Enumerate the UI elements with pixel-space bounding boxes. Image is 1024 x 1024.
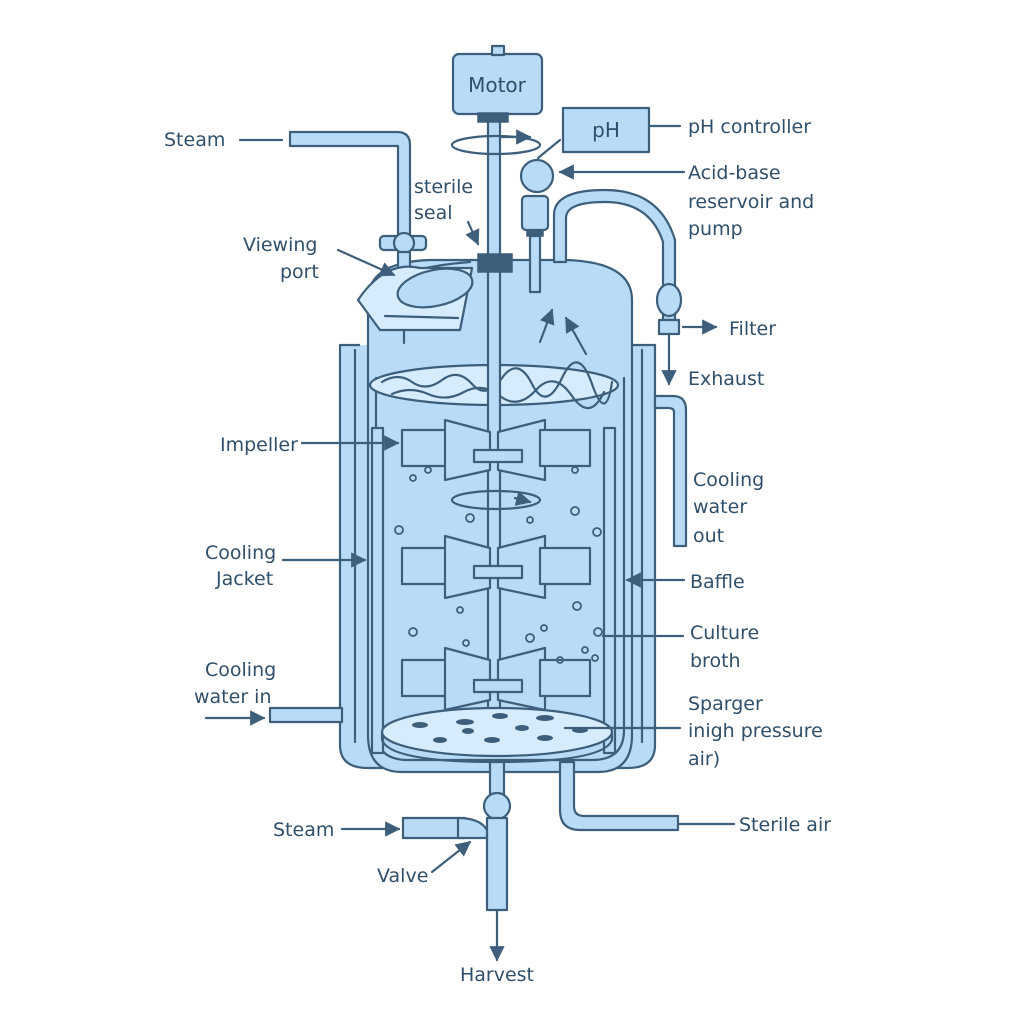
- label-steam-top: Steam: [164, 129, 225, 151]
- label-exhaust: Exhaust: [688, 368, 764, 390]
- harvest-pipe: [485, 816, 509, 912]
- sterile-air-pipe: [558, 760, 680, 832]
- impeller-shaft: [486, 118, 502, 712]
- cooling-water-in-pipe: [268, 706, 344, 724]
- label-sparger-3: air): [688, 748, 720, 770]
- air-bubbles: [394, 466, 603, 664]
- label-ph-controller: pH controller: [688, 116, 811, 138]
- label-cooling-jacket-2: Jacket: [215, 568, 273, 590]
- label-sparger-2: inigh pressure: [688, 720, 823, 742]
- ph-box: [561, 106, 651, 154]
- acid-base-reservoir: [519, 158, 555, 194]
- filter-bulb: [655, 282, 683, 318]
- impeller-lower: [400, 646, 592, 712]
- acid-base-pump: [520, 194, 550, 232]
- label-acid-base-1: Acid-base: [688, 162, 781, 184]
- label-impeller: Impeller: [220, 434, 298, 456]
- label-sterile-air: Sterile air: [739, 814, 831, 836]
- label-cooling-jacket-1: Cooling: [205, 542, 276, 564]
- baffle-right: [602, 426, 617, 755]
- viewing-port: [356, 265, 474, 345]
- harvest-pipe-upper: [488, 760, 506, 798]
- label-acid-base-3: pump: [688, 218, 743, 240]
- impeller-upper: [400, 418, 592, 482]
- rotation-ring-top: [450, 134, 542, 156]
- rotation-ring-lower: [450, 489, 542, 511]
- steam-pipe-bottom: [401, 816, 467, 840]
- label-cooling-water-in-2: water in: [194, 686, 272, 708]
- label-viewing-port-2: port: [280, 261, 319, 283]
- label-filter: Filter: [729, 318, 776, 340]
- label-baffle: Baffle: [690, 571, 745, 593]
- steam-pipe-top: [288, 130, 412, 238]
- ph-box-label: pH: [592, 118, 620, 142]
- steam-valve-top: [392, 231, 416, 255]
- filter-body: [657, 318, 681, 336]
- harvest-valve: [482, 791, 512, 821]
- cooling-water-out-pipe: [653, 394, 688, 548]
- label-cooling-water-out-1: Cooling: [693, 469, 764, 491]
- label-steam-bottom: Steam: [273, 819, 334, 841]
- label-viewing-port-1: Viewing: [243, 234, 317, 256]
- label-harvest: Harvest: [460, 964, 534, 986]
- label-culture-broth-2: broth: [690, 650, 741, 672]
- label-cooling-water-out-3: out: [693, 525, 724, 547]
- label-cooling-water-out-2: water: [693, 496, 747, 518]
- label-culture-broth-1: Culture: [690, 622, 759, 644]
- motor-label: Motor: [468, 73, 527, 97]
- label-sparger-1: Sparger: [688, 693, 763, 715]
- label-acid-base-2: reservoir and: [688, 191, 814, 213]
- impeller-middle: [400, 534, 592, 600]
- label-cooling-water-in-1: Cooling: [205, 659, 276, 681]
- baffle-left: [370, 426, 385, 755]
- label-sterile-seal-2: seal: [414, 202, 453, 224]
- label-valve: Valve: [377, 865, 428, 887]
- label-sterile-seal-1: sterile: [414, 176, 473, 198]
- liquid-waves: [380, 361, 614, 405]
- sterile-seal: [477, 253, 513, 273]
